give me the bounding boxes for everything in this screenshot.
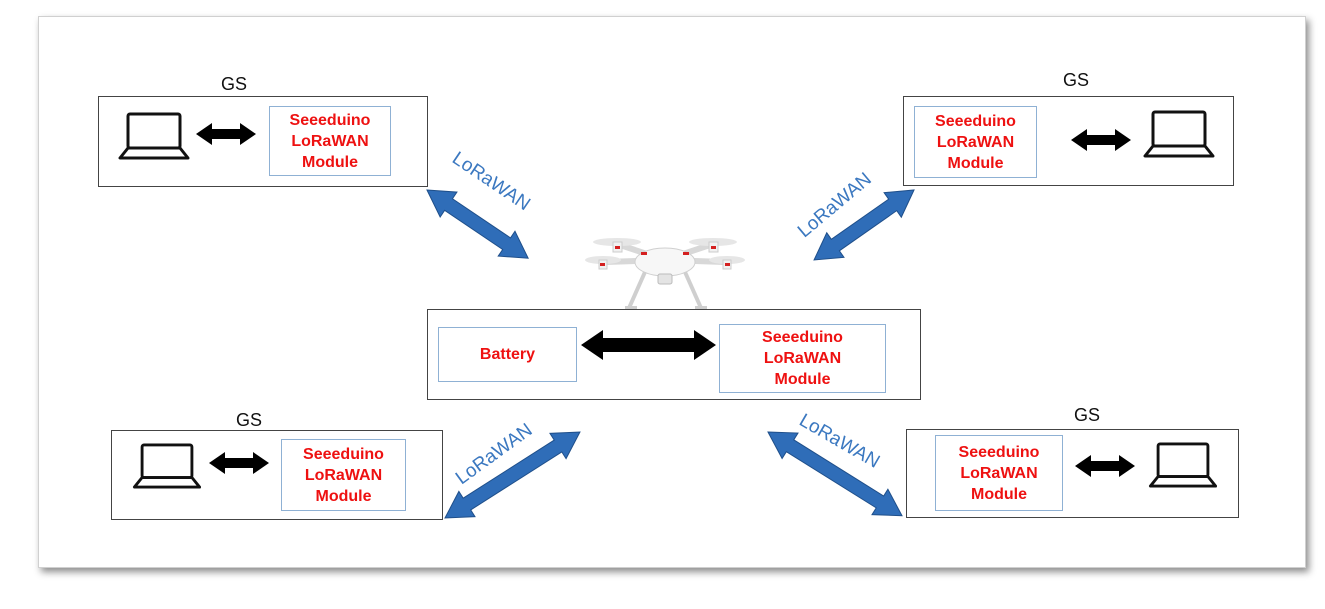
laptop-icon [1143,110,1215,158]
lorawan-module: Seeeduino LoRaWAN Module [719,324,886,393]
double-arrow-icon [196,123,256,145]
lorawan-module: Seeeduino LoRaWAN Module [269,106,391,176]
double-arrow-icon [1071,129,1131,151]
gs-label: GS [236,410,263,430]
drone-icon [585,238,745,310]
double-arrow-icon [209,452,269,474]
laptop-icon [132,443,202,489]
battery-block: Battery [438,327,577,382]
lorawan-module: Seeeduino LoRaWAN Module [935,435,1063,511]
double-arrow-icon [1075,455,1135,477]
gs-label: GS [1063,70,1090,90]
lorawan-module: Seeeduino LoRaWAN Module [914,106,1037,178]
gs-label: GS [221,74,248,94]
laptop-icon [118,112,190,160]
lorawan-module: Seeeduino LoRaWAN Module [281,439,406,511]
gs-label: GS [1074,405,1101,425]
laptop-icon [1148,442,1218,488]
double-arrow-icon [581,330,716,360]
